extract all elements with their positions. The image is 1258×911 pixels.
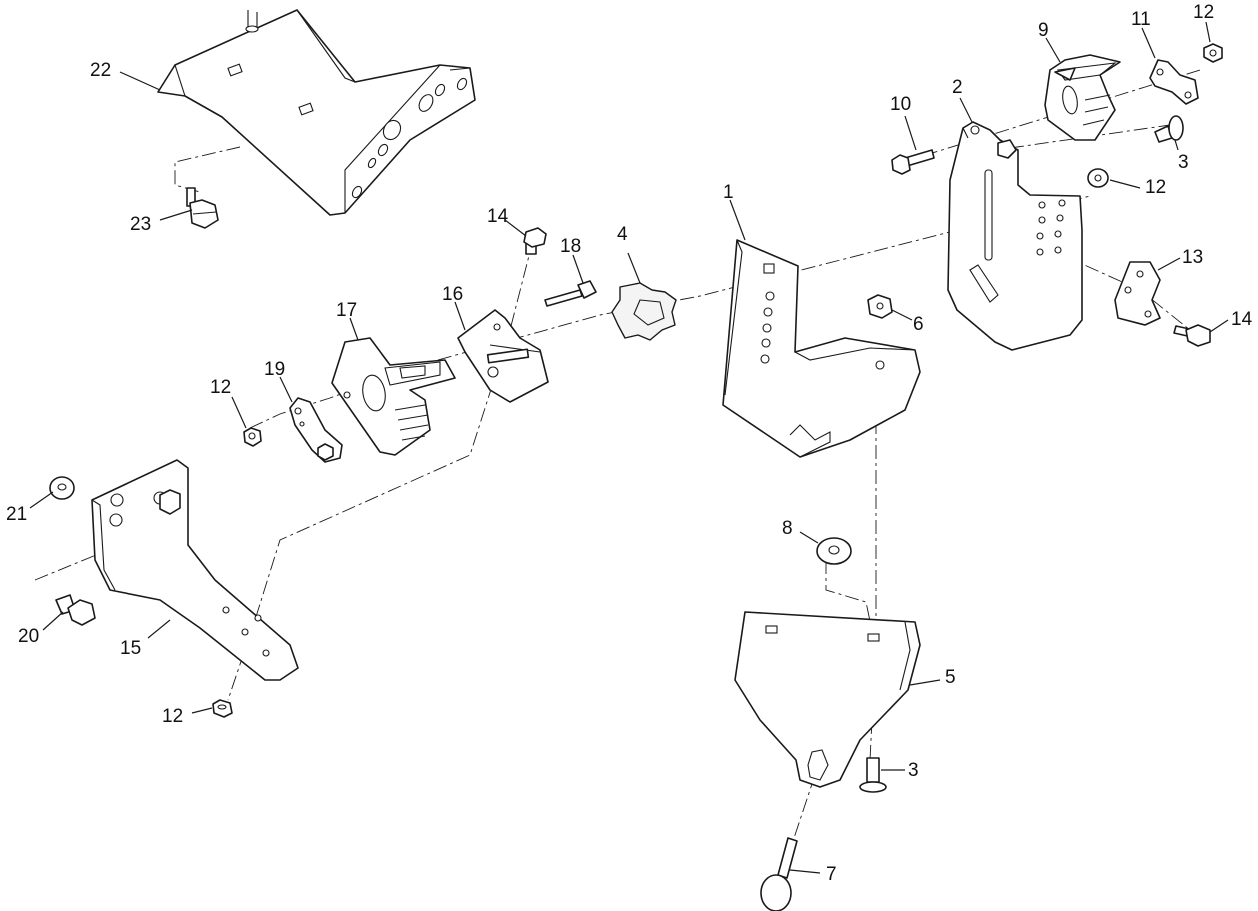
part-22-mounting-bracket xyxy=(157,9,476,216)
part-11-link xyxy=(1149,59,1199,105)
callout-4: 4 xyxy=(617,224,628,245)
callout-20: 20 xyxy=(18,626,39,647)
callout-12-bottom: 12 xyxy=(162,706,183,727)
callout-14-right: 14 xyxy=(1231,309,1253,330)
callout-12-top-right: 12 xyxy=(1193,2,1214,23)
part-16-latch-plate xyxy=(457,309,549,403)
part-3-shoulder-bolt-lower xyxy=(859,757,887,793)
part-23-flange-bolt xyxy=(186,187,219,229)
callout-12-left: 12 xyxy=(210,377,231,398)
part-4-star-knob xyxy=(611,282,677,341)
part-3-shoulder-bolt-upper xyxy=(1154,115,1184,143)
callout-17: 17 xyxy=(336,300,357,321)
part-6-nut xyxy=(867,294,893,319)
part-21-washer xyxy=(49,476,75,500)
part-10-bolt xyxy=(891,149,935,175)
part-20-bolt xyxy=(55,594,96,626)
callout-15: 15 xyxy=(120,638,141,659)
callout-11: 11 xyxy=(1131,9,1151,30)
callout-1: 1 xyxy=(723,182,734,203)
part-14-bolt-left xyxy=(523,227,547,255)
callout-6: 6 xyxy=(913,314,924,335)
callout-3-upper: 3 xyxy=(1178,152,1189,173)
part-5-bottom-plate xyxy=(734,611,921,788)
part-13-small-bracket xyxy=(1114,261,1161,326)
part-2-adjustment-plate xyxy=(947,121,1083,351)
callout-13: 13 xyxy=(1182,247,1203,268)
callout-12-right: 12 xyxy=(1145,177,1166,198)
part-19-link xyxy=(289,397,343,463)
callout-5: 5 xyxy=(945,667,956,688)
leader-lines xyxy=(29,21,1229,874)
callout-9: 9 xyxy=(1038,20,1049,41)
callout-labels: 22 23 14 18 16 17 12 19 21 20 15 12 4 1 … xyxy=(6,2,1253,885)
callout-7: 7 xyxy=(826,864,837,885)
callout-22: 22 xyxy=(90,60,111,81)
part-12-nut-right xyxy=(1087,168,1109,188)
callout-16: 16 xyxy=(442,284,463,305)
callout-23: 23 xyxy=(130,214,151,235)
assembly-centerlines xyxy=(34,69,1201,851)
callout-19: 19 xyxy=(264,359,285,380)
part-1-main-bracket xyxy=(722,239,921,458)
part-9-clamp-block xyxy=(1044,54,1121,141)
callout-8: 8 xyxy=(782,518,793,539)
part-18-bolt xyxy=(544,280,597,307)
part-12-nut-bottom xyxy=(212,699,233,718)
callout-14-left: 14 xyxy=(487,206,509,227)
part-12-nut-top-right xyxy=(1203,43,1223,63)
part-17-clamp-block xyxy=(331,337,456,456)
callout-18: 18 xyxy=(560,236,581,257)
part-12-nut-left xyxy=(243,427,262,447)
callout-10: 10 xyxy=(890,94,911,115)
part-7-pin xyxy=(760,837,798,911)
part-8-washer xyxy=(816,537,852,565)
callout-3-lower: 3 xyxy=(908,760,919,781)
part-14-bolt-right xyxy=(1173,324,1211,347)
callout-2: 2 xyxy=(952,77,963,98)
callout-21: 21 xyxy=(6,504,27,525)
part-15-l-bracket xyxy=(91,459,299,681)
